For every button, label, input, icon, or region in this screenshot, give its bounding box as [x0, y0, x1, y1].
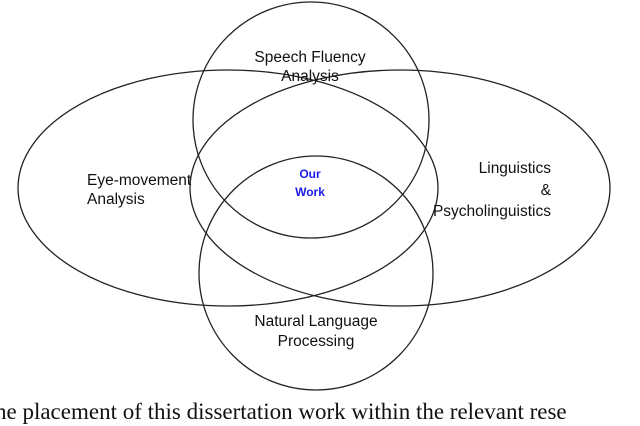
nlp-label: Natural Language — [254, 313, 377, 330]
eye-movement-label: Eye-movement — [87, 172, 192, 189]
linguistics-label: Linguistics — [479, 160, 552, 177]
eye-movement-label-line2: Analysis — [87, 191, 145, 208]
our-work-label: Our — [299, 167, 321, 181]
eye-movement-ellipse — [17, 69, 439, 307]
nlp-circle — [198, 155, 434, 391]
psycholinguistics-label: Psycholinguistics — [433, 203, 551, 220]
our-work-label-line2: Work — [295, 185, 325, 199]
speech-fluency-circle — [192, 1, 430, 239]
figure-caption: he placement of this dissertation work w… — [0, 399, 567, 424]
linguistics-ampersand: & — [541, 182, 552, 199]
nlp-label-line2: Processing — [278, 333, 355, 350]
linguistics-ellipse — [189, 69, 611, 307]
speech-fluency-label-line2: Analysis — [281, 68, 339, 85]
speech-fluency-label: Speech Fluency — [254, 49, 365, 66]
venn-diagram: Speech Fluency Analysis Eye-movement Ana… — [17, 1, 611, 391]
